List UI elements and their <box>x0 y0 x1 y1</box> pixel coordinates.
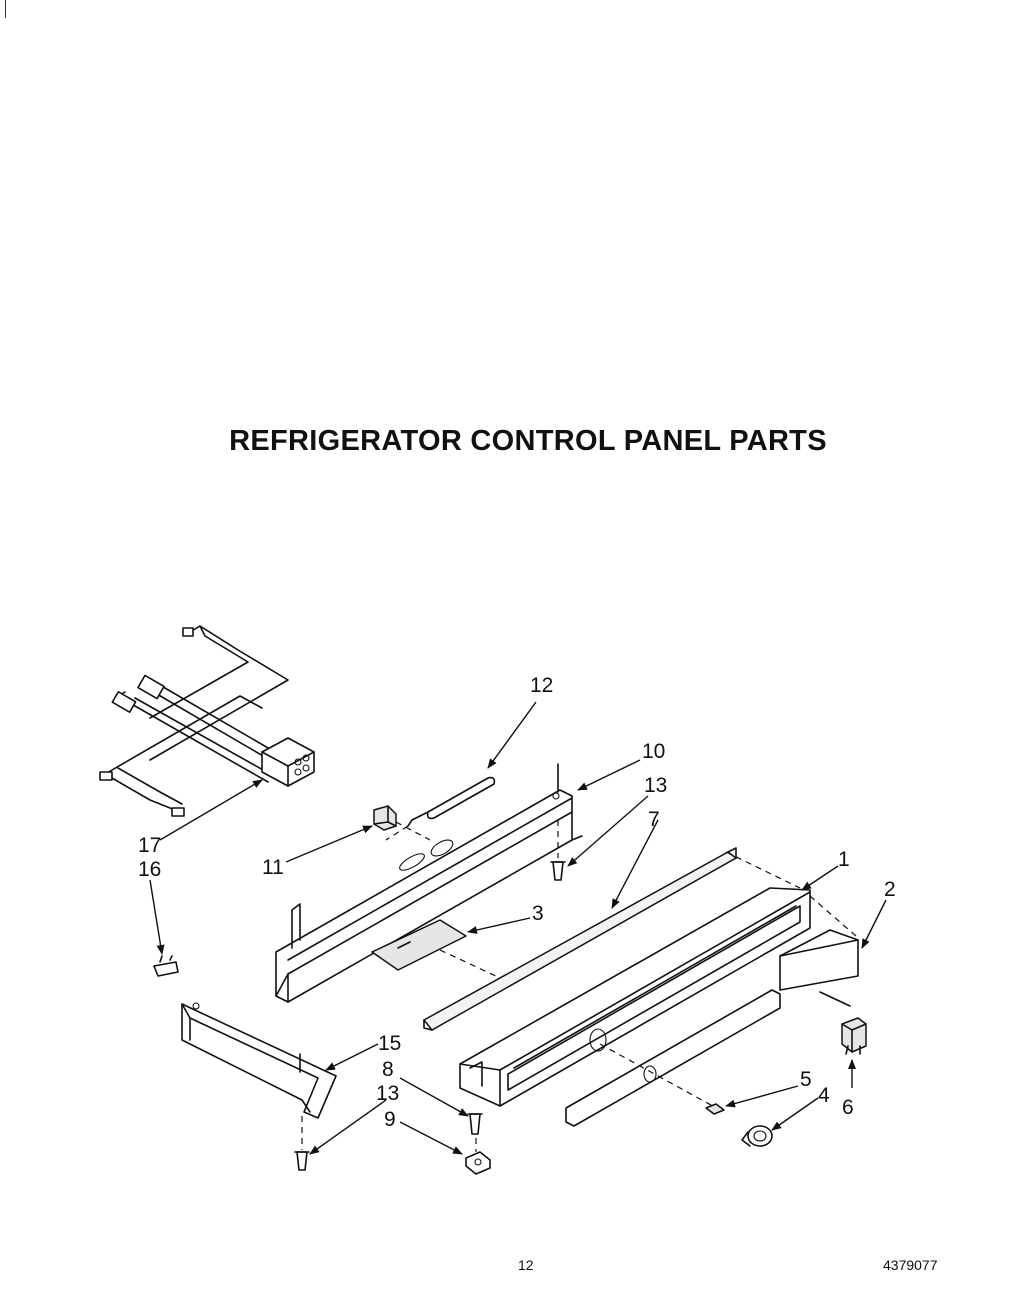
screw-8 <box>467 1113 483 1152</box>
part-11-control <box>373 805 431 841</box>
callout-11: 11 <box>262 856 284 879</box>
wiring-harness <box>99 625 315 817</box>
callout-3: 3 <box>532 902 544 925</box>
callout-7: 7 <box>648 808 660 831</box>
part-3-board <box>371 919 501 979</box>
lower-panel <box>565 989 781 1127</box>
nut-9 <box>465 1151 491 1175</box>
part-12-sensor <box>385 776 496 841</box>
callout-16: 16 <box>138 858 161 881</box>
part-1-housing <box>459 851 811 1107</box>
scan-edge-mark <box>5 0 6 18</box>
callout-numbers: 12 10 13 7 1 2 17 16 11 3 15 8 13 9 5 4 … <box>138 674 896 1131</box>
callout-13-upper: 13 <box>644 774 667 797</box>
part-5-clip <box>705 1103 725 1115</box>
callout-5: 5 <box>800 1068 812 1091</box>
part-15-trim <box>181 1002 337 1119</box>
callout-1: 1 <box>838 848 850 871</box>
part-4-knob <box>741 1125 773 1147</box>
callout-13-lower: 13 <box>376 1082 399 1105</box>
document-number: 4379077 <box>883 1257 938 1273</box>
part-10-bracket <box>275 763 583 1003</box>
callout-4: 4 <box>818 1084 830 1107</box>
part-16-clip <box>153 955 179 977</box>
part-7-strip <box>422 847 738 1031</box>
part-6-switch <box>841 1017 867 1055</box>
leader-lines <box>149 701 887 1155</box>
callout-6: 6 <box>842 1096 854 1119</box>
screw-13-upper <box>550 820 566 881</box>
page-number: 12 <box>518 1257 534 1273</box>
callout-9: 9 <box>384 1108 396 1131</box>
callout-2: 2 <box>884 878 896 901</box>
callout-15: 15 <box>378 1032 401 1055</box>
diagram-title: REFRIGERATOR CONTROL PANEL PARTS <box>229 425 827 457</box>
callout-17: 17 <box>138 834 161 857</box>
callout-12: 12 <box>530 674 553 697</box>
part-2-trim <box>779 895 859 1007</box>
screw-13-lower <box>294 1116 310 1171</box>
callout-8: 8 <box>382 1058 394 1081</box>
callout-10: 10 <box>642 740 665 763</box>
